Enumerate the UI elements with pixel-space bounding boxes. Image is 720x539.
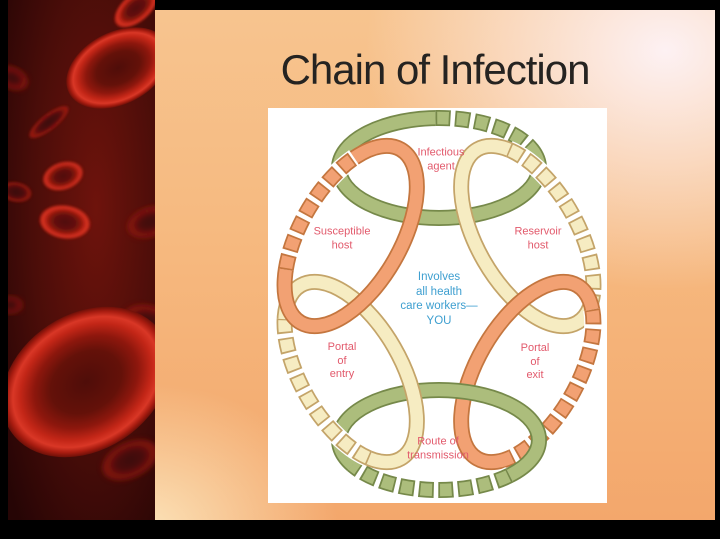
chain-ring-portal-of-exit xyxy=(453,273,603,471)
blood-cell xyxy=(101,439,155,481)
blood-cell xyxy=(28,105,70,139)
blood-cell xyxy=(126,205,155,239)
blood-cell xyxy=(8,296,23,314)
blood-cell xyxy=(39,204,91,240)
label-portal-of-exit: Portal of exit xyxy=(520,341,550,381)
blood-cell xyxy=(8,181,32,203)
blood-cell xyxy=(8,306,155,458)
chain-ring-susceptible-host xyxy=(276,137,425,335)
blood-cell xyxy=(42,161,84,191)
blood-cell xyxy=(8,65,29,91)
red-blood-cells-graphic xyxy=(8,0,155,520)
chain-ring-portal-of-entry xyxy=(275,273,425,471)
label-portal-of-entry: Portal of entry xyxy=(327,340,357,380)
blood-cell xyxy=(66,27,155,109)
label-infectious-agent: Infectious agent xyxy=(417,146,465,173)
label-route-of-transmission: Route of transmission xyxy=(407,435,469,462)
chain-rings-graphic xyxy=(275,108,603,500)
slide: Chain of Infection Infectious agent Rese… xyxy=(8,10,715,520)
label-susceptible-host: Susceptible host xyxy=(313,225,371,252)
center-text: Involves all health care workers— YOU xyxy=(400,271,478,327)
red-blood-cells-image xyxy=(8,0,155,520)
slide-title: Chain of Infection xyxy=(280,46,591,93)
blood-cell xyxy=(114,0,155,28)
chain-of-infection-diagram: Infectious agent Reservoir host Portal o… xyxy=(268,108,607,503)
label-reservoir-host: Reservoir host xyxy=(514,225,562,252)
